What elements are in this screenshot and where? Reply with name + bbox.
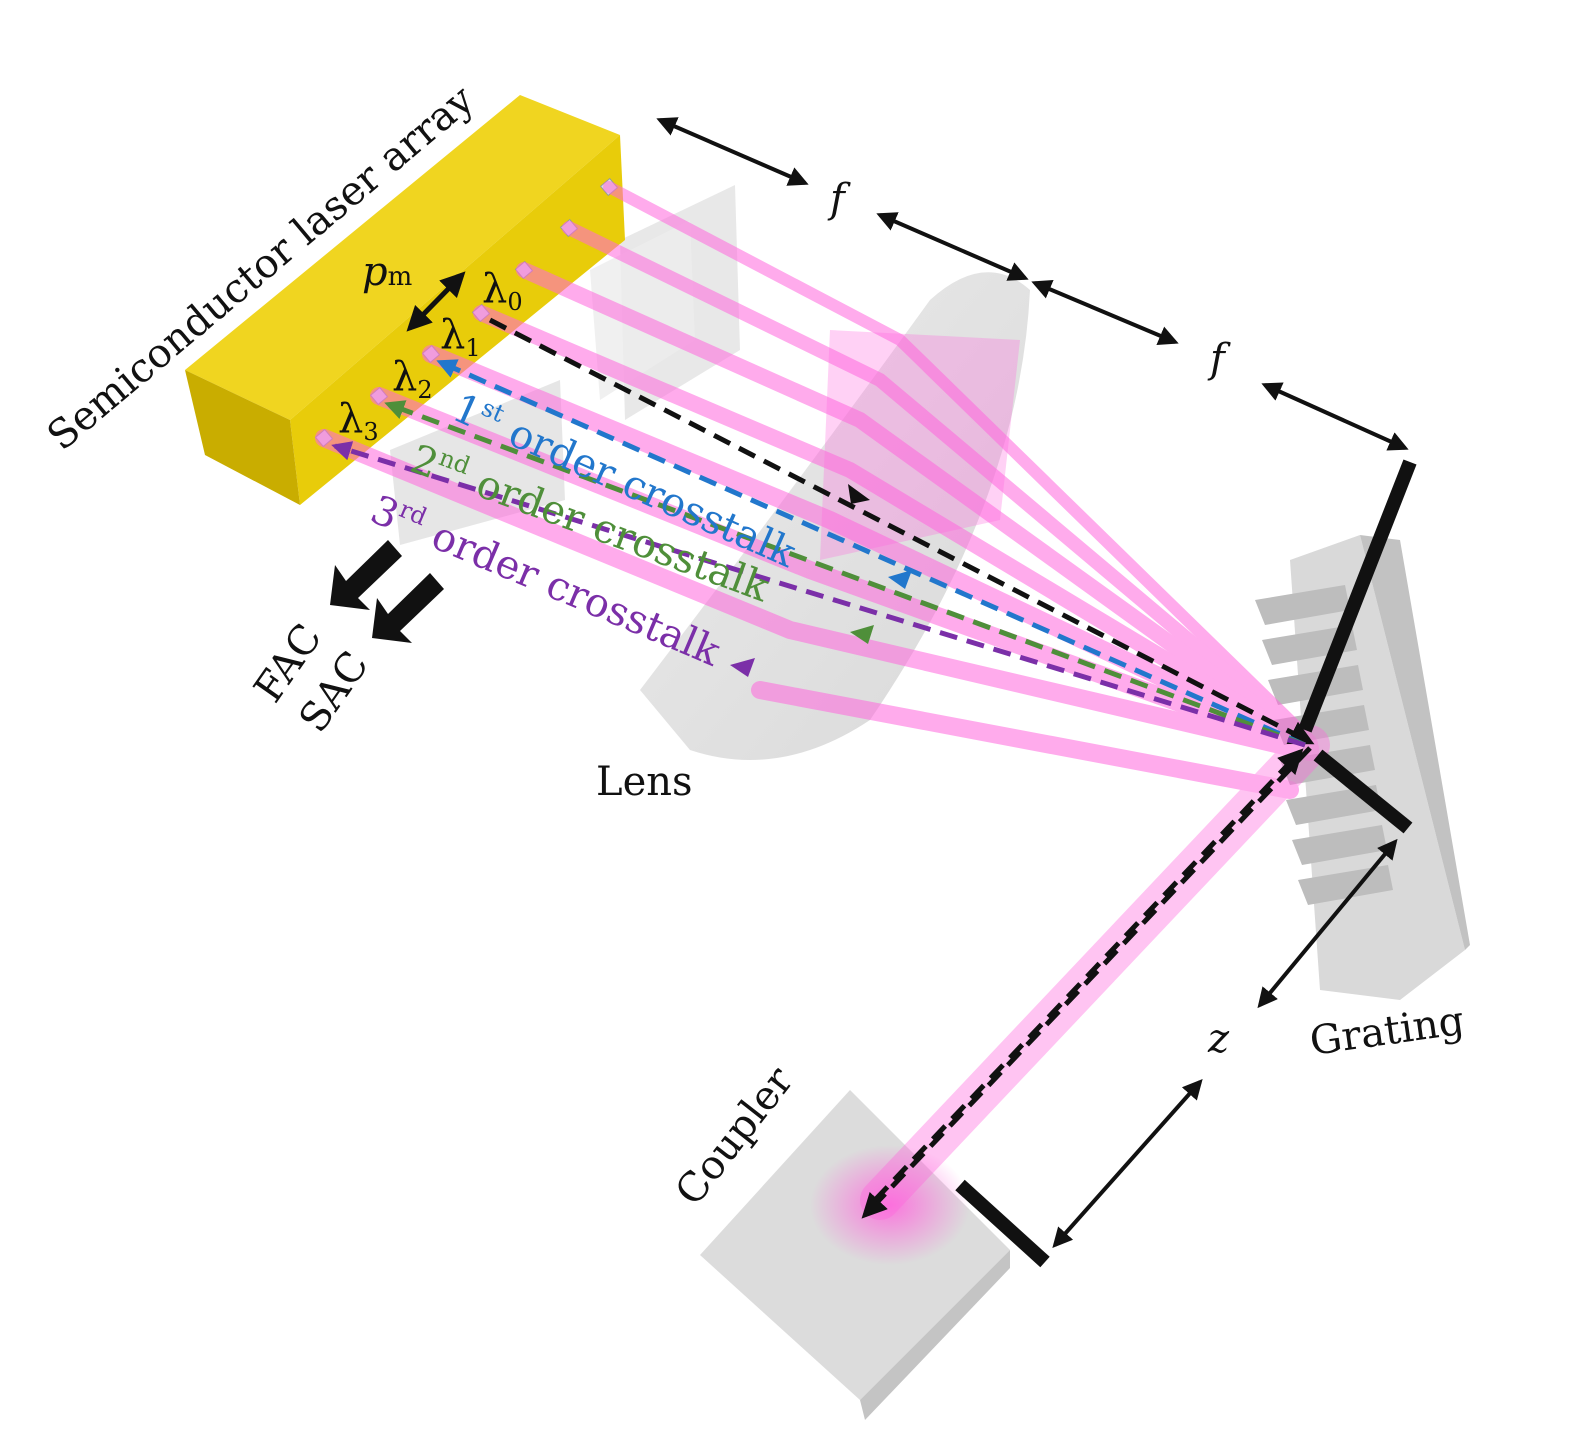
zero-order-path <box>488 317 1315 1219</box>
zero-order-mid-arrow <box>848 484 870 504</box>
sac-direction-arrow <box>372 573 444 643</box>
focal-length-top-label: f <box>827 176 851 222</box>
pitch-arrow <box>406 271 466 332</box>
first-order-crosstalk-path <box>436 359 1307 748</box>
lambda2-label: λ2 <box>392 354 433 404</box>
distance-z-label: z <box>1207 1016 1230 1062</box>
dimension-arrows <box>656 117 1409 1248</box>
second-order-crosstalk-path <box>384 400 1306 748</box>
lens-label: Lens <box>596 759 693 805</box>
pitch-label: pm <box>362 249 412 295</box>
lambda3-label: λ3 <box>338 396 379 446</box>
third-order-crosstalk-path <box>331 441 1306 748</box>
lens-beam-glow <box>820 330 1020 560</box>
grating-label: Grating <box>1307 998 1467 1065</box>
fac-direction-arrow <box>330 540 402 610</box>
focal-length-right-label: f <box>1207 336 1231 382</box>
coupler <box>700 1090 1010 1420</box>
lambda0-label: λ0 <box>482 266 523 316</box>
crosstalk-mid-arrows <box>730 570 912 677</box>
lambda1-label: λ1 <box>440 312 481 362</box>
reference-bars <box>955 459 1417 1268</box>
